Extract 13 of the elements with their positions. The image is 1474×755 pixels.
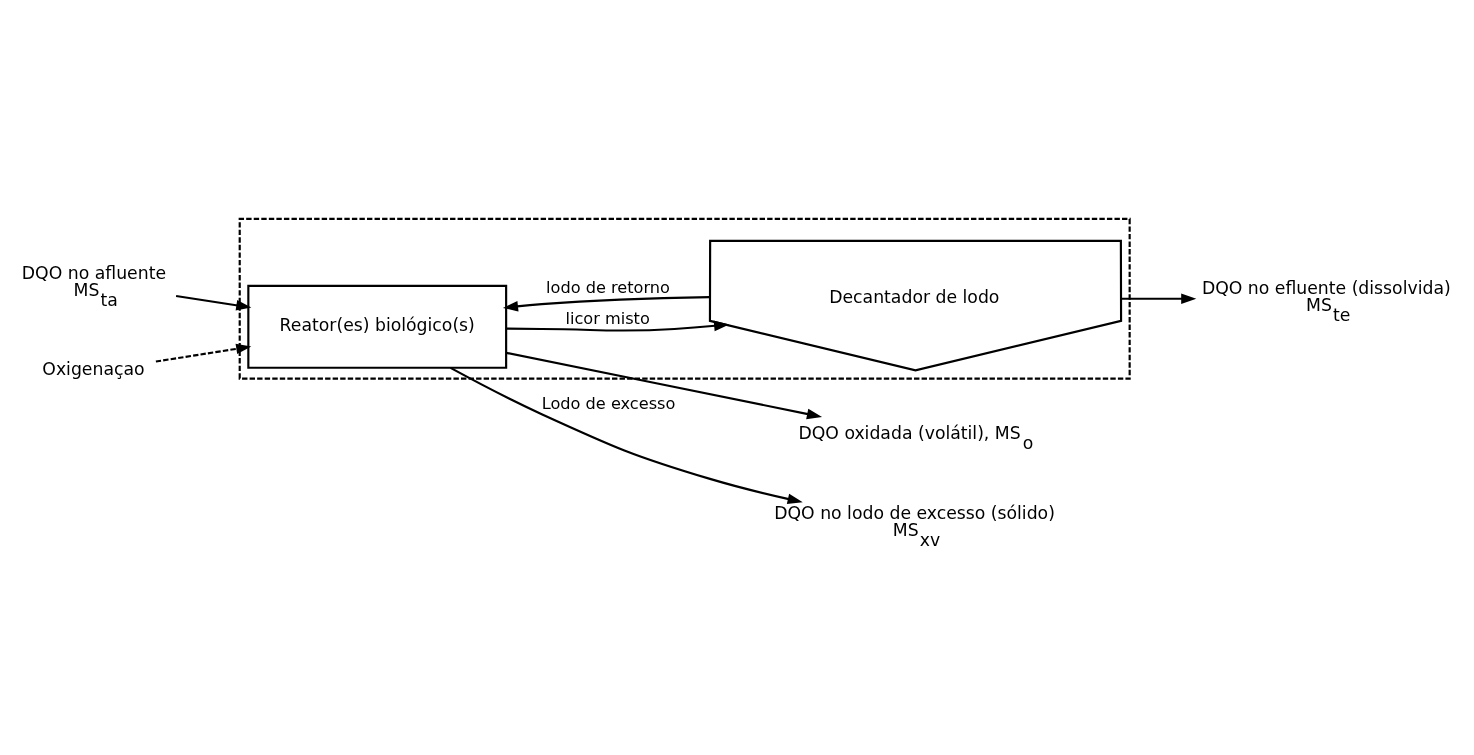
edge-label: Lodo de excesso xyxy=(541,393,676,413)
arrow xyxy=(502,296,710,312)
arrow xyxy=(506,320,730,332)
edge-label: licor misto xyxy=(565,308,650,328)
arrow xyxy=(506,351,823,420)
node-box: Reator(es) biológico(s) xyxy=(247,284,508,369)
edge-label: lodo de retorno xyxy=(546,278,670,298)
arrow xyxy=(175,294,252,311)
arrow xyxy=(155,343,252,363)
cluster xyxy=(238,217,1131,380)
node-text: Oxigenaçao xyxy=(42,359,145,380)
arrow xyxy=(1121,293,1197,305)
arrow xyxy=(450,366,803,505)
